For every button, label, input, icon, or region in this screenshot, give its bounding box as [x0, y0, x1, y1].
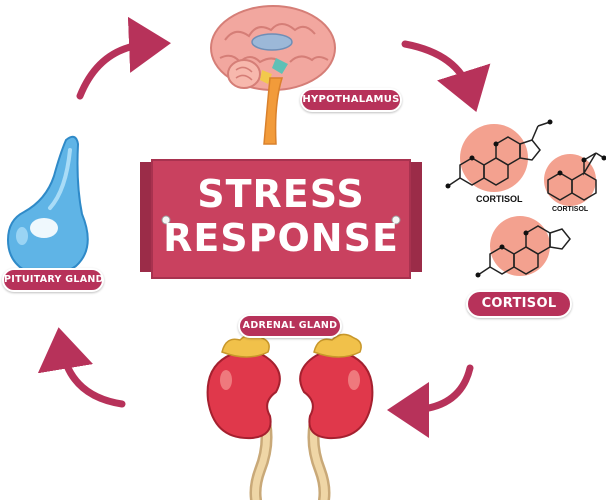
title-line-1: STRESS — [197, 172, 365, 216]
brain-illustration — [210, 5, 336, 145]
cortisol-molecules — [445, 119, 606, 278]
adrenal-gland-label: ADRENAL GLAND — [238, 314, 342, 338]
molecule-highlight-1 — [460, 124, 528, 192]
cortisol-molecule-caption-1: CORTISOL — [476, 194, 523, 204]
kidney-illustration — [206, 333, 374, 500]
pituitary-illustration — [6, 135, 89, 277]
cortisol-molecule-caption-2: CORTISOL — [552, 206, 589, 213]
arrow-pituitary-to-hypothalamus — [76, 16, 171, 100]
title-banner — [140, 159, 422, 279]
cortisol-label: CORTISOL — [466, 290, 572, 318]
arrow-hypothalamus-to-cortisol — [401, 40, 491, 113]
arrow-cortisol-to-adrenal — [387, 364, 474, 438]
molecule-highlight-2 — [544, 154, 596, 206]
hypothalamus-label: HYPOTHALAMUS — [300, 88, 402, 112]
pituitary-gland-label: PITUITARY GLAND — [2, 268, 104, 292]
diagram-title: STRESS RESPONSE — [150, 172, 412, 260]
arrow-adrenal-to-pituitary — [37, 327, 126, 408]
title-line-2: RESPONSE — [163, 216, 399, 260]
molecule-highlight-3 — [490, 216, 550, 276]
cycle-arrows — [37, 16, 491, 438]
